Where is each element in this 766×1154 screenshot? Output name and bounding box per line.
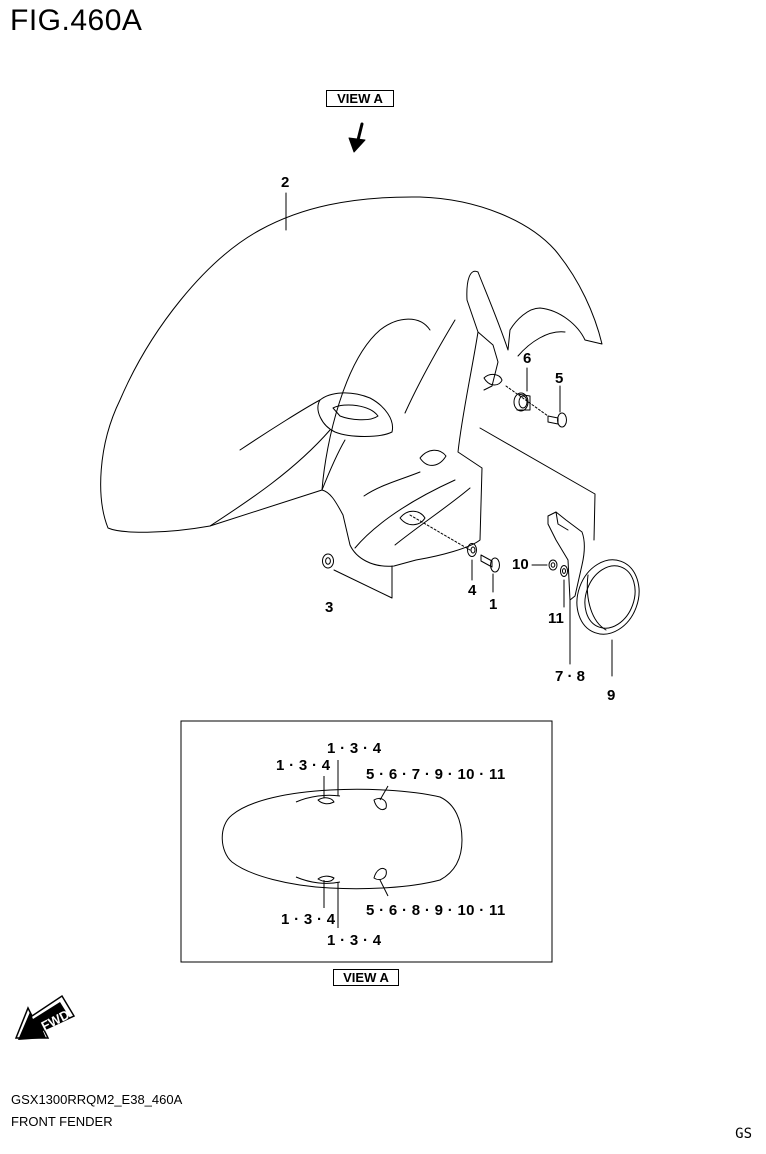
part-label-5: 5 xyxy=(555,370,564,387)
bolt-axis-1 xyxy=(409,514,471,551)
bracket-part-7-8 xyxy=(547,511,585,601)
inset-label-bottom-left: 1 · 3 · 4 xyxy=(281,911,336,928)
grommet-part-6 xyxy=(513,392,531,412)
fwd-arrow-icon: FWD xyxy=(14,994,76,1040)
view-direction-arrow xyxy=(348,122,366,153)
leader-part-3 xyxy=(333,565,393,599)
part-label-7-8: 7 · 8 xyxy=(555,668,586,685)
part-label-10: 10 xyxy=(512,556,529,573)
screw-axis-5 xyxy=(505,385,549,417)
part-label-11: 11 xyxy=(548,610,564,627)
washer-part-3 xyxy=(322,553,334,569)
figure-title: FIG.460A xyxy=(10,4,143,37)
part-label-1: 1 xyxy=(489,596,498,613)
inset-label-bottom-center: 1 · 3 · 4 xyxy=(327,932,382,949)
assembly-line-7-8 xyxy=(479,427,596,541)
figure-name: FRONT FENDER xyxy=(11,1114,113,1129)
front-fender-body xyxy=(100,196,603,567)
corner-mark: GS xyxy=(735,1126,752,1142)
screw-part-5 xyxy=(547,412,567,428)
nut-part-10 xyxy=(548,559,558,571)
inset-label-top-left: 1 · 3 · 4 xyxy=(276,757,331,774)
view-a-tag-bottom: VIEW A xyxy=(333,969,399,986)
reflector-part-9 xyxy=(576,559,640,635)
inset-label-top-right: 5 · 6 · 7 · 9 · 10 · 11 xyxy=(366,766,506,783)
part-label-2: 2 xyxy=(281,174,290,191)
figure-code: GSX1300RRQM2_E38_460A xyxy=(11,1092,183,1107)
part-label-4: 4 xyxy=(468,582,477,599)
inset-label-top-center: 1 · 3 · 4 xyxy=(327,740,382,757)
inset-label-bottom-right: 5 · 6 · 8 · 9 · 10 · 11 xyxy=(366,902,506,919)
view-a-tag-top: VIEW A xyxy=(326,90,394,107)
inset-fender-top-view xyxy=(221,760,463,928)
part-label-9: 9 xyxy=(607,687,616,704)
bolt-part-1 xyxy=(480,554,500,573)
washer-part-11 xyxy=(560,565,568,577)
part-label-3: 3 xyxy=(325,599,334,616)
view-a-inset-frame xyxy=(180,720,553,963)
part-label-6: 6 xyxy=(523,350,532,367)
washer-part-4 xyxy=(467,543,477,557)
